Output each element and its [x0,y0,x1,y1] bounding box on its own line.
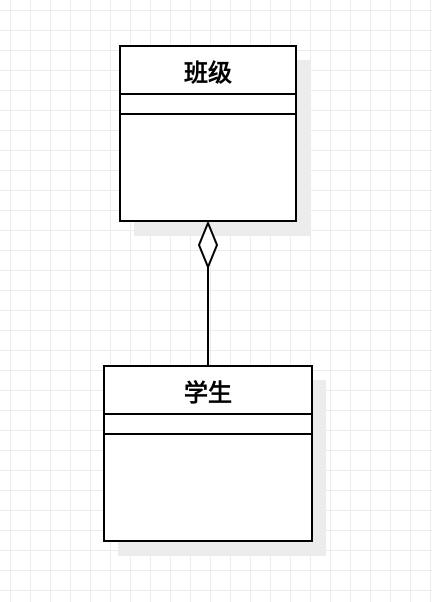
student-name: 学生 [105,367,311,415]
uml-class-box-class[interactable]: 班级 [119,45,297,222]
aggregation-diamond-icon [197,220,219,270]
uml-class-box-student[interactable]: 学生 [103,365,313,542]
class-name: 班级 [121,47,295,95]
class-attributes-compartment [121,95,295,115]
student-attributes-compartment [105,415,311,435]
